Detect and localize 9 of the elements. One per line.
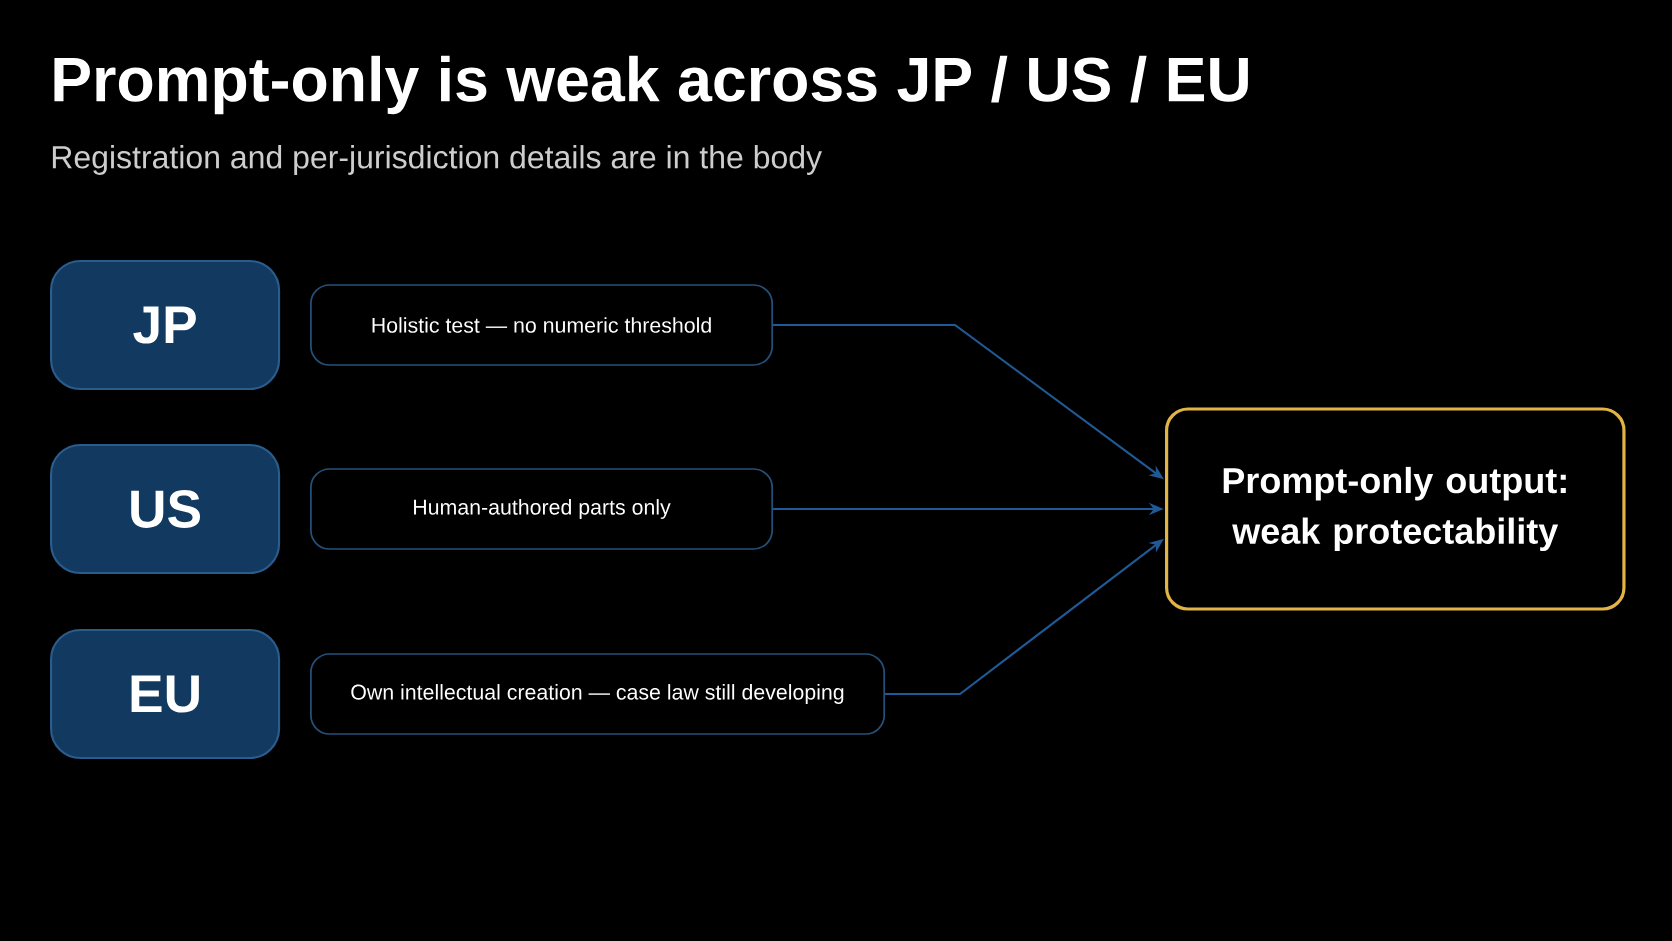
- result-box: Prompt-only output: weak protectability: [1165, 407, 1626, 611]
- criterion-box: Own intellectual creation — case law still developing: [310, 653, 886, 735]
- subtitle: Registration and per-jurisdiction details are in the body: [52, 145, 822, 175]
- criterion-box: Holistic test — no numeric threshold: [310, 284, 774, 366]
- criterion-box: Human-authored parts only: [310, 468, 774, 550]
- jurisdiction-box: EU: [50, 628, 281, 760]
- jurisdiction-box: JP: [50, 259, 281, 391]
- jurisdiction-box: US: [50, 443, 281, 575]
- title: Prompt-only is weak across JP / US / EU: [54, 55, 1248, 115]
